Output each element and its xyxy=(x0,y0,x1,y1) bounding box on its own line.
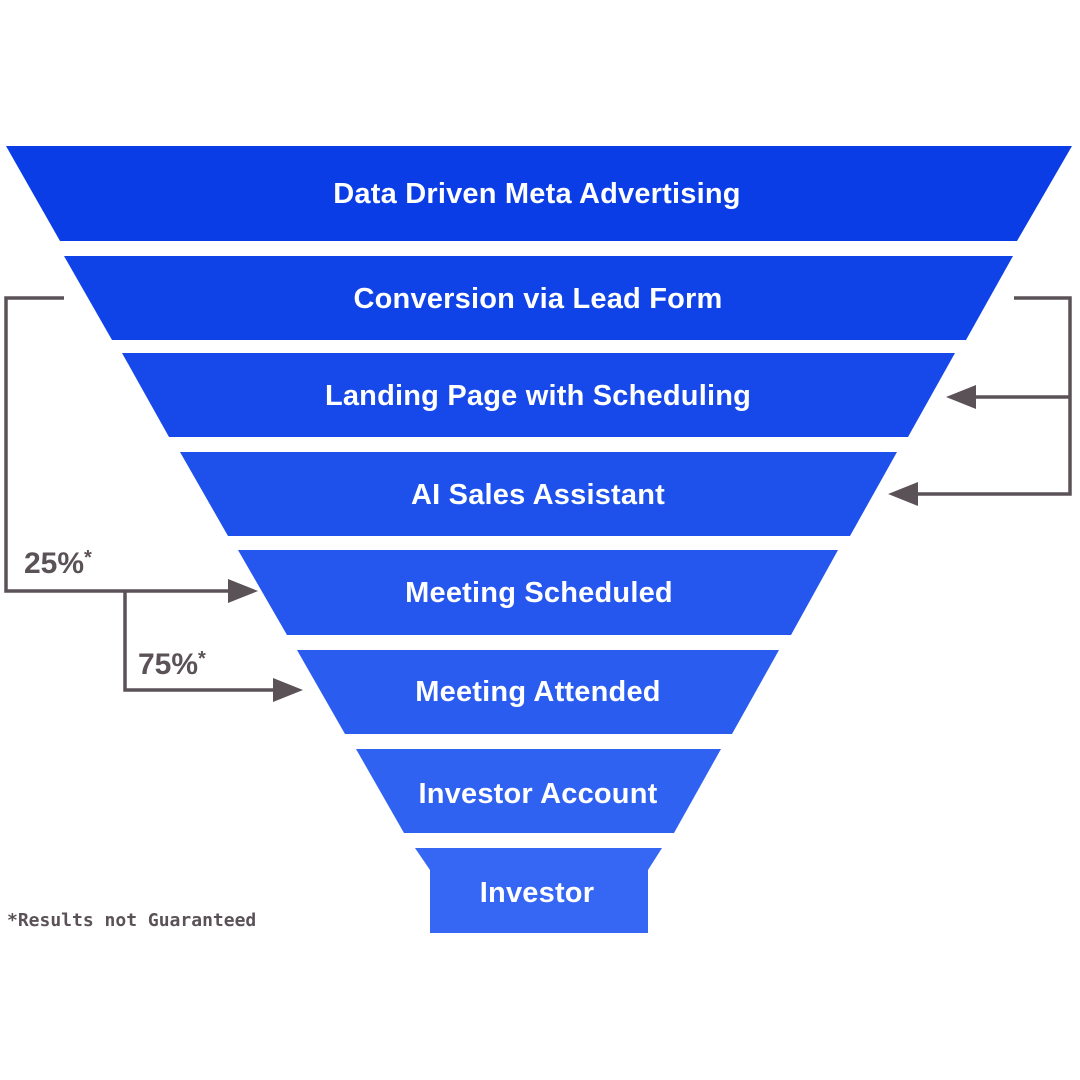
attended-rate-mark: * xyxy=(198,648,206,670)
left-connector xyxy=(4,296,303,702)
stage-label: Investor xyxy=(480,877,594,909)
stage-label: Conversion via Lead Form xyxy=(354,283,723,315)
right-connector xyxy=(888,296,1072,506)
arrow-to-meeting-scheduled-icon xyxy=(228,579,258,603)
arrow-to-ai-sales-assistant-icon xyxy=(888,482,918,506)
funnel-stage-meta-advertising: Data Driven Meta Advertising xyxy=(6,146,1072,241)
stage-label: Data Driven Meta Advertising xyxy=(333,178,740,210)
funnel-stage-lead-form: Conversion via Lead Form xyxy=(64,256,1013,340)
funnel-stage-landing-page: Landing Page with Scheduling xyxy=(122,353,955,437)
funnel-stages: Data Driven Meta Advertising Conversion … xyxy=(6,146,1072,933)
funnel-stage-ai-sales-assistant: AI Sales Assistant xyxy=(180,452,897,536)
arrow-to-meeting-attended-icon xyxy=(273,678,303,702)
funnel-stage-meeting-scheduled: Meeting Scheduled xyxy=(238,550,838,635)
stage-label: Meeting Scheduled xyxy=(405,577,673,609)
arrow-to-landing-page-icon xyxy=(946,385,976,409)
attended-rate-label: 75%* xyxy=(138,648,206,681)
stage-label: AI Sales Assistant xyxy=(411,479,665,511)
funnel-stage-meeting-attended: Meeting Attended xyxy=(297,650,779,734)
scheduled-rate-label: 25%* xyxy=(24,547,92,580)
footnote: *Results not Guaranteed xyxy=(7,910,256,931)
stage-label: Investor Account xyxy=(419,778,658,810)
scheduled-rate-mark: * xyxy=(84,547,92,569)
funnel-stage-investor: Investor xyxy=(415,848,662,933)
funnel-stage-investor-account: Investor Account xyxy=(356,749,721,833)
scheduled-rate-value: 25% xyxy=(24,547,84,580)
stage-label: Meeting Attended xyxy=(415,676,660,708)
stage-label: Landing Page with Scheduling xyxy=(325,380,751,412)
attended-rate-value: 75% xyxy=(138,648,198,681)
